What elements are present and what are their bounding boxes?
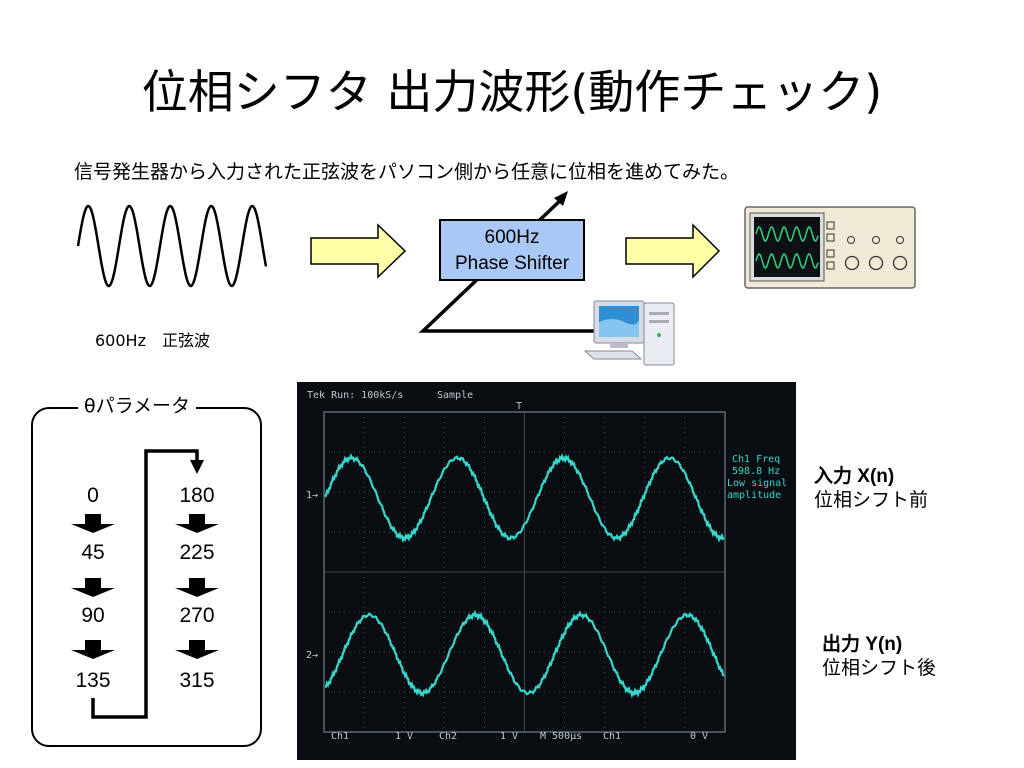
down-arrow-icon [175,640,219,659]
freq-value: 598.8 Hz [732,466,780,477]
down-arrow-icon [71,640,115,659]
output-label-line2: 位相シフト後 [822,658,937,679]
footer-time: M 500μs [540,731,582,742]
shifter-line1: 600Hz [484,227,540,248]
footer-level: 0 V [690,731,708,742]
footer-ch2: Ch2 [439,731,457,742]
arrow-right-2 [625,223,721,279]
down-arrow-icon [71,578,115,597]
theta-value: 180 [179,484,215,507]
input-label: 入力 X(n) 位相シフト前 [814,465,928,513]
arrow-right-1 [310,223,407,279]
down-arrow-icon [175,514,219,533]
scope-header-mode: Sample [437,390,473,401]
theta-value: 45 [81,541,105,564]
oscilloscope-icon [744,206,916,289]
theta-value: 270 [179,604,215,627]
footer-v2: 1 V [500,731,518,742]
low-signal-line2: amplitude [727,490,781,501]
computer-icon [583,300,675,366]
theta-value: 0 [87,484,99,507]
phase-shifter-box: 600Hz Phase Shifter [439,219,585,281]
signal-flow-diagram [76,191,916,366]
scope-trigger-marker: T [516,401,522,412]
low-signal-line1: Low signal [727,478,787,489]
input-trace [324,452,725,544]
sequence-connector-line [91,449,199,719]
output-label: 出力 Y(n) 位相シフト後 [822,633,936,681]
input-label-line2: 位相シフト前 [814,490,929,511]
footer-ch1: Ch1 [331,731,349,742]
theta-value: 225 [179,541,215,564]
page-title: 位相シフタ 出力波形(動作チェック) [141,65,883,119]
shifter-line2: Phase Shifter [454,253,570,274]
sine-wave-label: 600Hz 正弦波 [95,331,210,350]
input-label-line1: 入力 X(n) [814,466,895,487]
page-subtitle: 信号発生器から入力された正弦波をパソコン側から任意に位相を進めてみた。 [74,161,740,183]
output-trace [324,609,725,699]
theta-sequence-graphics [71,449,219,719]
input-sine-wave [76,204,268,288]
ch2-marker: 2→ [306,650,318,661]
footer-trig: Ch1 [603,731,621,742]
oscilloscope-display: Tek Run: 100kS/s Sample T 1→ 2→ Ch1 Freq… [297,382,796,760]
freq-label: Ch1 Freq [732,454,780,465]
output-label-line1: 出力 Y(n) [822,634,903,655]
sequence-connector-arrowhead [190,460,204,474]
theta-value: 315 [179,669,215,692]
theta-value: 135 [75,669,111,692]
theta-value: 90 [81,604,105,627]
down-arrow-icon [175,578,219,597]
control-line-arrowhead [554,191,568,206]
footer-v1: 1 V [395,731,413,742]
down-arrow-icon [71,514,115,533]
oscilloscope-screen-photo: Tek Run: 100kS/s Sample T 1→ 2→ Ch1 Freq… [297,382,796,760]
scope-header-run: Tek Run: 100kS/s [307,390,403,401]
theta-parameter-title: θパラメータ [78,393,197,419]
ch1-marker: 1→ [306,490,318,501]
graticule-border [323,411,726,733]
